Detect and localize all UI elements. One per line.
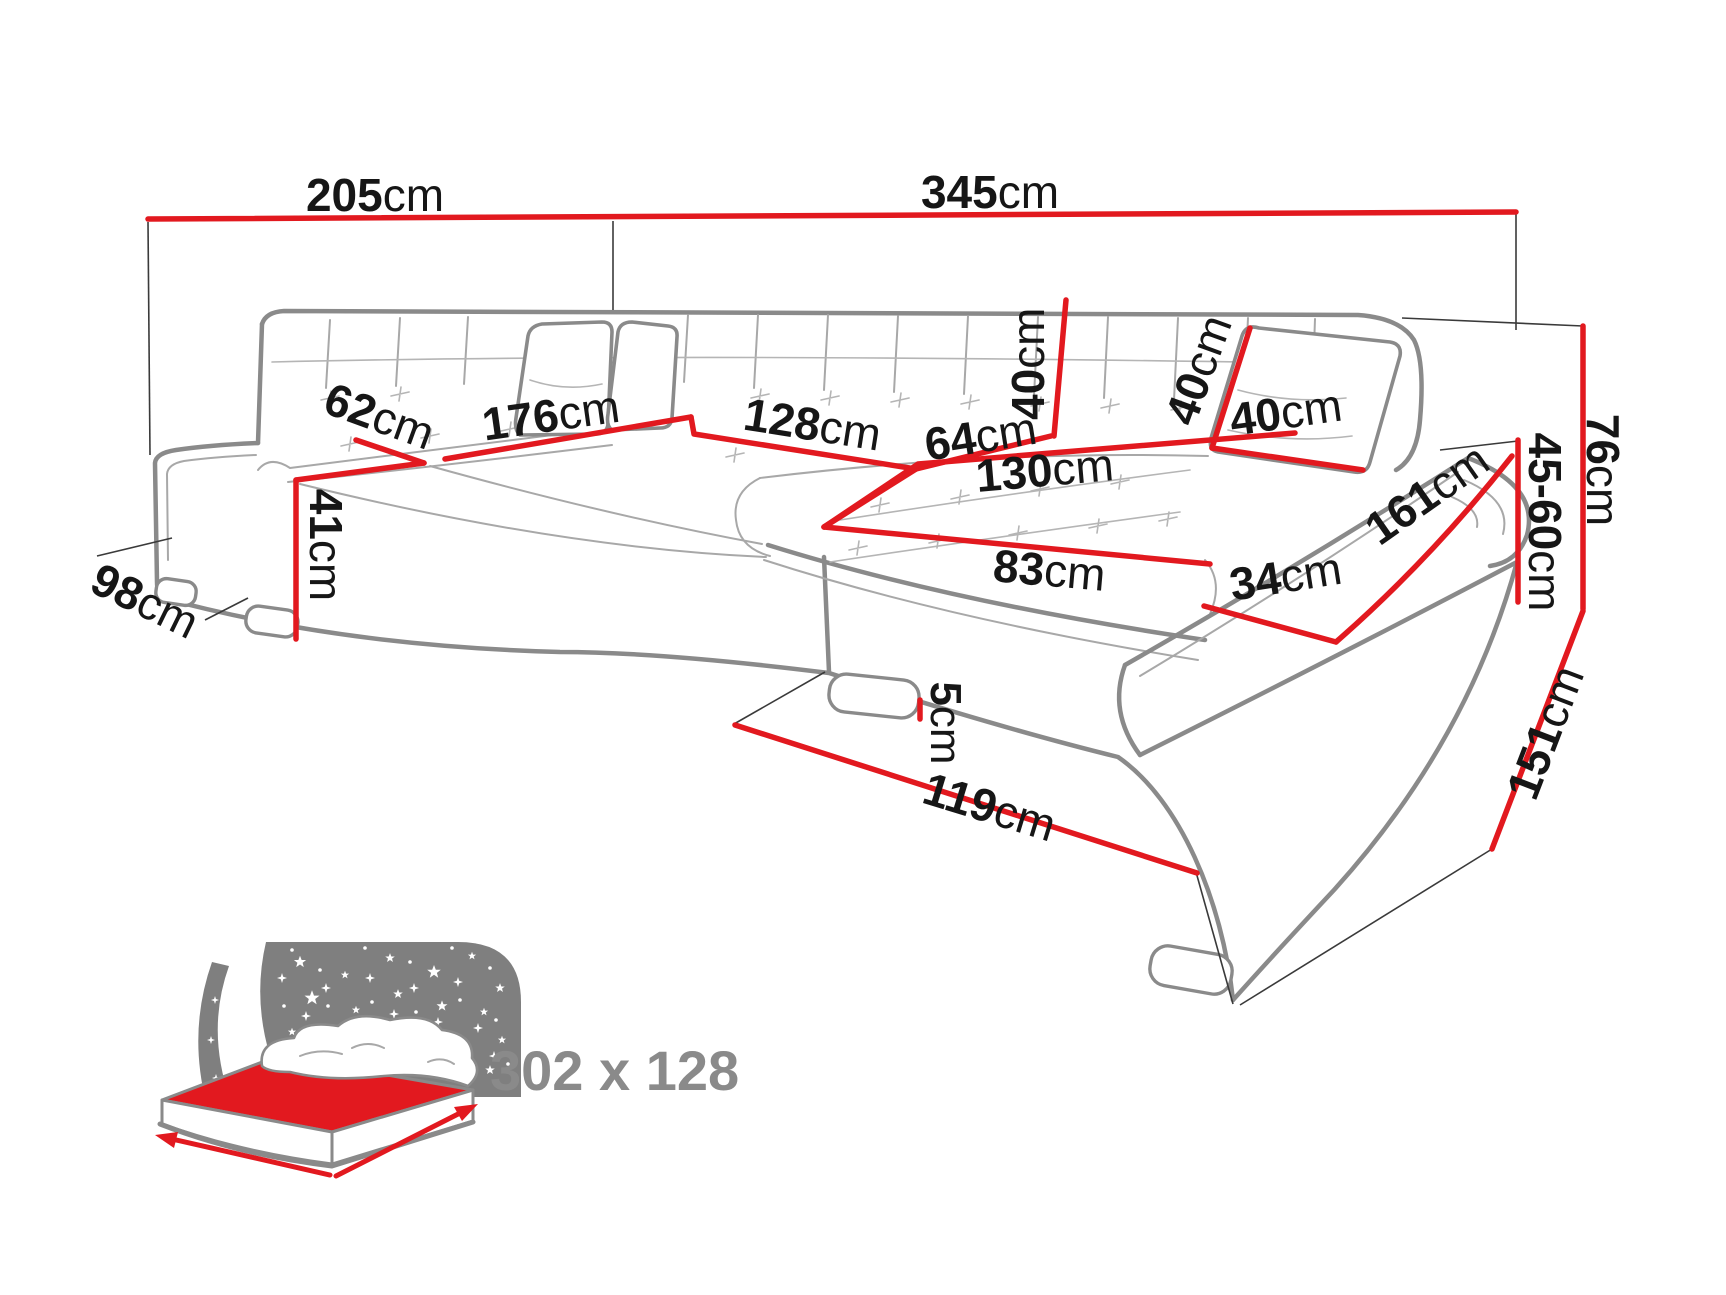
dim-line-40b (1209, 325, 1253, 451)
dim-label-98: 98cm (83, 553, 207, 649)
dim-label-34: 34cm (1226, 542, 1345, 611)
dim-label-76: 76cm (1577, 414, 1629, 527)
ext-119-right (1195, 871, 1234, 1005)
dim-label-130: 130cm (974, 438, 1116, 502)
dim-line-62 (353, 437, 427, 466)
dim-label-5: 5cm (921, 681, 970, 764)
ext-98-top (96, 537, 173, 557)
dim-label-176: 176cm (479, 380, 623, 451)
ext-151-bottom (1239, 848, 1493, 1006)
back-pillow-left2 (605, 320, 679, 432)
dim-line-40a (1051, 297, 1069, 439)
ext-4560-top (1439, 440, 1519, 451)
foot-left-front (154, 576, 198, 608)
corner-seat-front (299, 465, 767, 558)
dim-line-83 (821, 524, 1213, 567)
armrest-left-cap (1116, 662, 1143, 758)
dim-label-40a: 40cm (1002, 308, 1054, 421)
sofa-back-left-edge (255, 321, 265, 446)
dim-label-161: 161cm (1355, 433, 1498, 555)
mattress-width-arrowhead (155, 1132, 178, 1148)
dim-label-45-60: 45-60cm (1519, 433, 1571, 612)
dim-label-128: 128cm (740, 388, 885, 461)
chaise-cushion-front-roll (763, 559, 1217, 661)
mattress-length-arrow (333, 1107, 469, 1179)
dim-line-top-205-345 (145, 209, 1519, 222)
chaise-pillow-crease (1227, 389, 1353, 440)
foot-right (1148, 944, 1234, 996)
ext-left-vertical (147, 221, 151, 456)
back-pillow-left-crease (529, 379, 603, 388)
sofa-right-side (1230, 559, 1520, 1003)
ext-98-bottom (204, 597, 249, 621)
dim-line-seat-corner (293, 460, 427, 483)
dim-line-40c (1209, 445, 1366, 473)
dim-label-119: 119cm (917, 762, 1062, 851)
dimension-lines (145, 209, 1586, 876)
sofa-bottom-edge (160, 595, 1236, 1003)
sleeping-area-size: 302 x 128 (490, 1039, 739, 1102)
armrest-bottom-edge (1137, 559, 1520, 758)
ext-76-top (1401, 317, 1584, 327)
sleeping-function: 302 x 128 (155, 942, 739, 1179)
dim-label-205: 205cm (306, 169, 444, 221)
dim-line-128 (688, 414, 919, 472)
sleeping-bed-icon (155, 942, 521, 1179)
dim-label-64: 64cm (921, 402, 1040, 471)
chaise-cushion-left-cap (734, 477, 771, 557)
mattress-base-edge (157, 1119, 476, 1169)
dim-label-41: 41cm (300, 489, 352, 602)
ext-119-left (733, 671, 826, 725)
mattress-width-arrow (169, 1136, 333, 1178)
dim-label-40c: 40cm (1226, 379, 1345, 446)
duvet (260, 1014, 479, 1088)
dim-line-119 (732, 722, 1200, 876)
dim-line-130 (821, 430, 1298, 530)
extension-lines (96, 214, 1584, 1006)
dim-line-161 (1333, 453, 1515, 645)
sofa-back-outline (259, 308, 1424, 473)
mattress-length-arrowhead (454, 1104, 478, 1121)
back-mid-crease (271, 356, 1356, 365)
dim-line-176 (442, 414, 694, 462)
foot-left (244, 604, 300, 639)
dim-line-34 (1201, 603, 1339, 645)
foot-center (827, 672, 921, 720)
sofa-left-arm-inner (165, 454, 257, 561)
chaise-seam-curves (829, 469, 1191, 563)
chaise-cushion-front-edge (765, 542, 1208, 643)
dim-label-83: 83cm (991, 539, 1108, 601)
armrest-top-edge (1122, 455, 1471, 668)
duvet-creases (299, 1043, 455, 1065)
dim-line-151 (1489, 608, 1586, 852)
moon-crescent-sliver (198, 962, 230, 1102)
armrest-scroll-inner (1139, 471, 1506, 677)
dim-label-345: 345cm (921, 166, 1059, 218)
dim-label-151: 151cm (1496, 658, 1594, 806)
chaise-face-left-edge (821, 554, 832, 675)
